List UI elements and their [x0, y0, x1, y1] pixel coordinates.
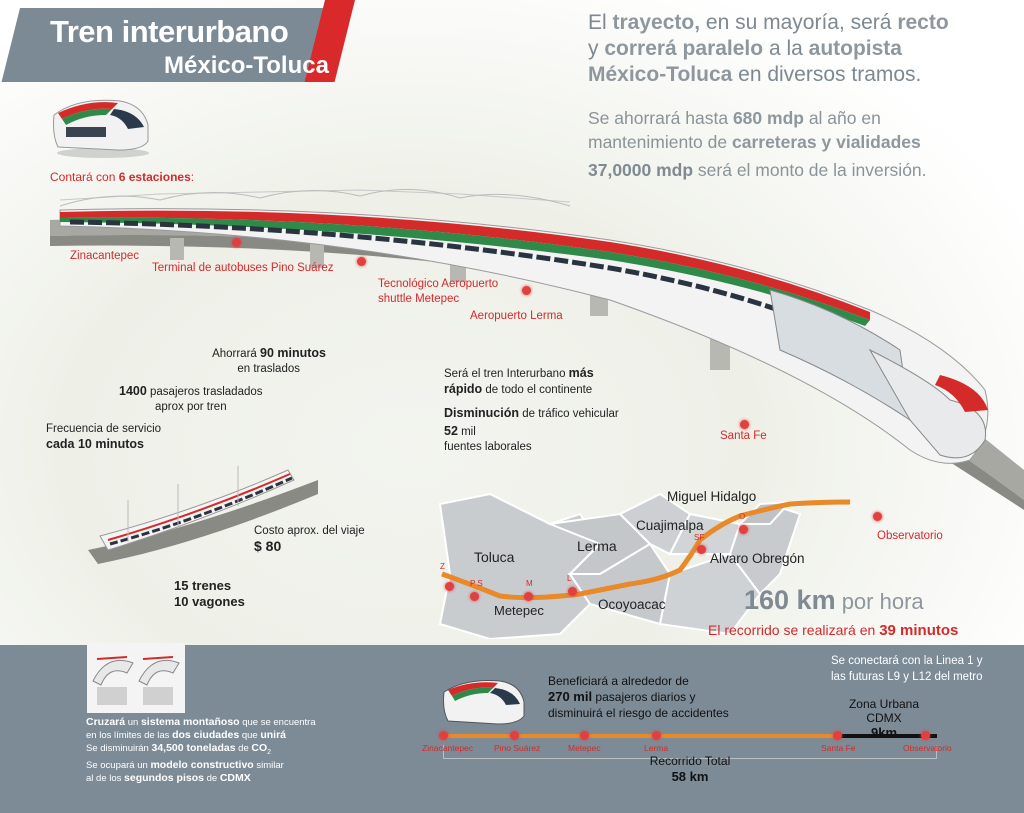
train-viaduct-illustration	[50, 188, 1024, 510]
route-line-urban	[837, 734, 937, 738]
map-dot-l	[568, 587, 577, 596]
map-marker-o: O	[739, 512, 746, 521]
map-region-metepec: Metepec	[494, 603, 544, 618]
map-marker-sf: SF	[694, 533, 705, 542]
savings-text: Se ahorrará hasta 680 mdp al año en mant…	[588, 108, 921, 152]
station-label-santa-fe: Santa Fe	[720, 430, 767, 442]
map-marker-m: M	[526, 579, 533, 588]
bottom-center-facts: Beneficiará a alrededor de 270 mil pasaj…	[548, 674, 729, 720]
map-region-toluca: Toluca	[474, 549, 515, 565]
speed-text: 160 km por hora	[744, 585, 924, 615]
station-dot-santa-fe	[740, 420, 749, 429]
station-dot-aeropuerto	[522, 286, 531, 295]
title-line-1: Tren interurbano	[50, 14, 289, 49]
duration-text: El recorrido se realizará en 39 minutos	[708, 622, 959, 639]
route-stop-dot-5	[833, 731, 842, 740]
map-marker-z: Z	[440, 562, 445, 571]
route-stop-label-3: Metepec	[568, 743, 601, 753]
route-stop-label-5: Santa Fe	[821, 743, 856, 753]
map-dot-o	[739, 525, 748, 534]
station-label-aeropuerto: Aeropuerto Lerma	[470, 310, 563, 322]
fact-cost: Costo aprox. del viaje$ 80	[254, 525, 365, 554]
investment-text: 37,0000 mdp será el monto de la inversió…	[588, 160, 927, 180]
title-line-2: México-Toluca	[164, 52, 329, 79]
route-line-orange	[443, 734, 837, 738]
route-stop-label-1: Zinacantepec	[422, 743, 474, 753]
map-dot-sf	[697, 545, 706, 554]
map-region-ocoyoacac: Ocoyoacac	[598, 597, 666, 612]
map-marker-l: L	[567, 574, 572, 583]
station-label-pino-suarez: Terminal de autobuses Pino Suárez	[152, 262, 334, 274]
map-dot-ps	[470, 592, 479, 601]
map-region-miguel-hidalgo: Miguel Hidalgo	[667, 489, 757, 504]
route-stop-dot-2	[510, 731, 519, 740]
station-label-observatorio: Observatorio	[877, 530, 943, 542]
stations-intro: Contará con 6 estaciones:	[50, 170, 195, 184]
route-stop-dot-4	[652, 731, 661, 740]
route-stop-dot-6	[921, 731, 930, 740]
map-region-alvaro-obregon: Alvaro Obregón	[710, 551, 805, 566]
fact-traffic: Disminución de tráfico vehicular	[444, 406, 619, 420]
map-region-cuajimalpa: Cuajimalpa	[636, 518, 704, 533]
construction-thumbnail	[87, 643, 185, 713]
map-marker-ps: P S	[470, 579, 483, 588]
bottom-left-facts: Cruzará un sistema montañoso que se encu…	[86, 716, 316, 784]
route-stop-label-2: Pino Suárez	[494, 743, 541, 753]
station-dot-observatorio	[873, 512, 882, 521]
route-stop-dot-3	[580, 731, 589, 740]
train-front-small-icon	[443, 680, 525, 725]
headline: El trayecto, en su mayoría, será recto y…	[588, 11, 949, 86]
map-dot-z	[445, 582, 454, 591]
route-total-bracket	[443, 745, 937, 759]
map-dot-m	[524, 592, 533, 601]
station-dot-pino-suarez	[232, 238, 241, 247]
train-side-illustration	[88, 466, 318, 564]
route-stop-label-4: Lerma	[644, 743, 669, 753]
train-front-icon	[53, 99, 149, 158]
station-label-zinacantepec: Zinacantepec	[70, 250, 140, 262]
route-stop-label-6: Observatorio	[903, 743, 952, 753]
station-dot-tecnologico	[357, 257, 366, 266]
title-banner: Tren interurbano México-Toluca	[1, 0, 360, 85]
route-stop-dot-1	[439, 731, 448, 740]
map-region-lerma: Lerma	[577, 538, 617, 554]
